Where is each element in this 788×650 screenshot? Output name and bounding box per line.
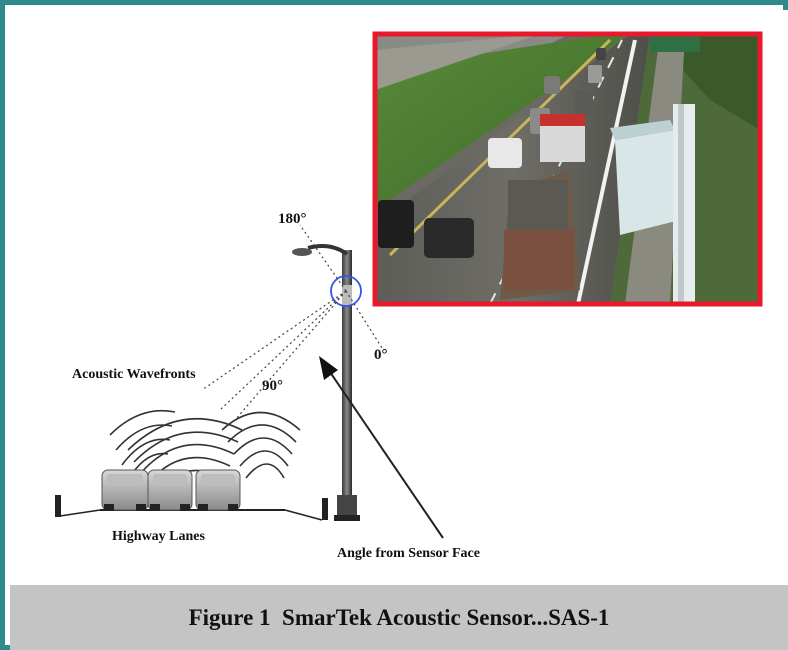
photo-border [372,31,763,307]
label-angle-180: 180° [278,211,307,227]
sensor-circle [330,275,362,307]
angle-lines [201,224,383,421]
label-angle-0: 0° [374,347,388,363]
angle-arrow [319,356,444,539]
figure-area: 180° 0° 90° Acoustic Wavefronts Highway … [10,10,788,585]
highway-photo [372,31,763,307]
figure-caption: Figure 1 SmarTek Acoustic Sensor...SAS-1 [188,604,610,630]
figure-diagram: 180° 0° 90° Acoustic Wavefronts Highway … [55,31,763,561]
highway-vehicles [101,469,241,511]
label-highway-lanes: Highway Lanes [112,529,206,544]
label-acoustic-wavefronts: Acoustic Wavefronts [72,367,196,382]
light-pole [292,244,360,521]
label-angle-from-sensor-face: Angle from Sensor Face [337,546,480,561]
caption-bar: Figure 1 SmarTek Acoustic Sensor...SAS-1 [10,585,788,650]
label-angle-90: 90° [262,378,283,394]
